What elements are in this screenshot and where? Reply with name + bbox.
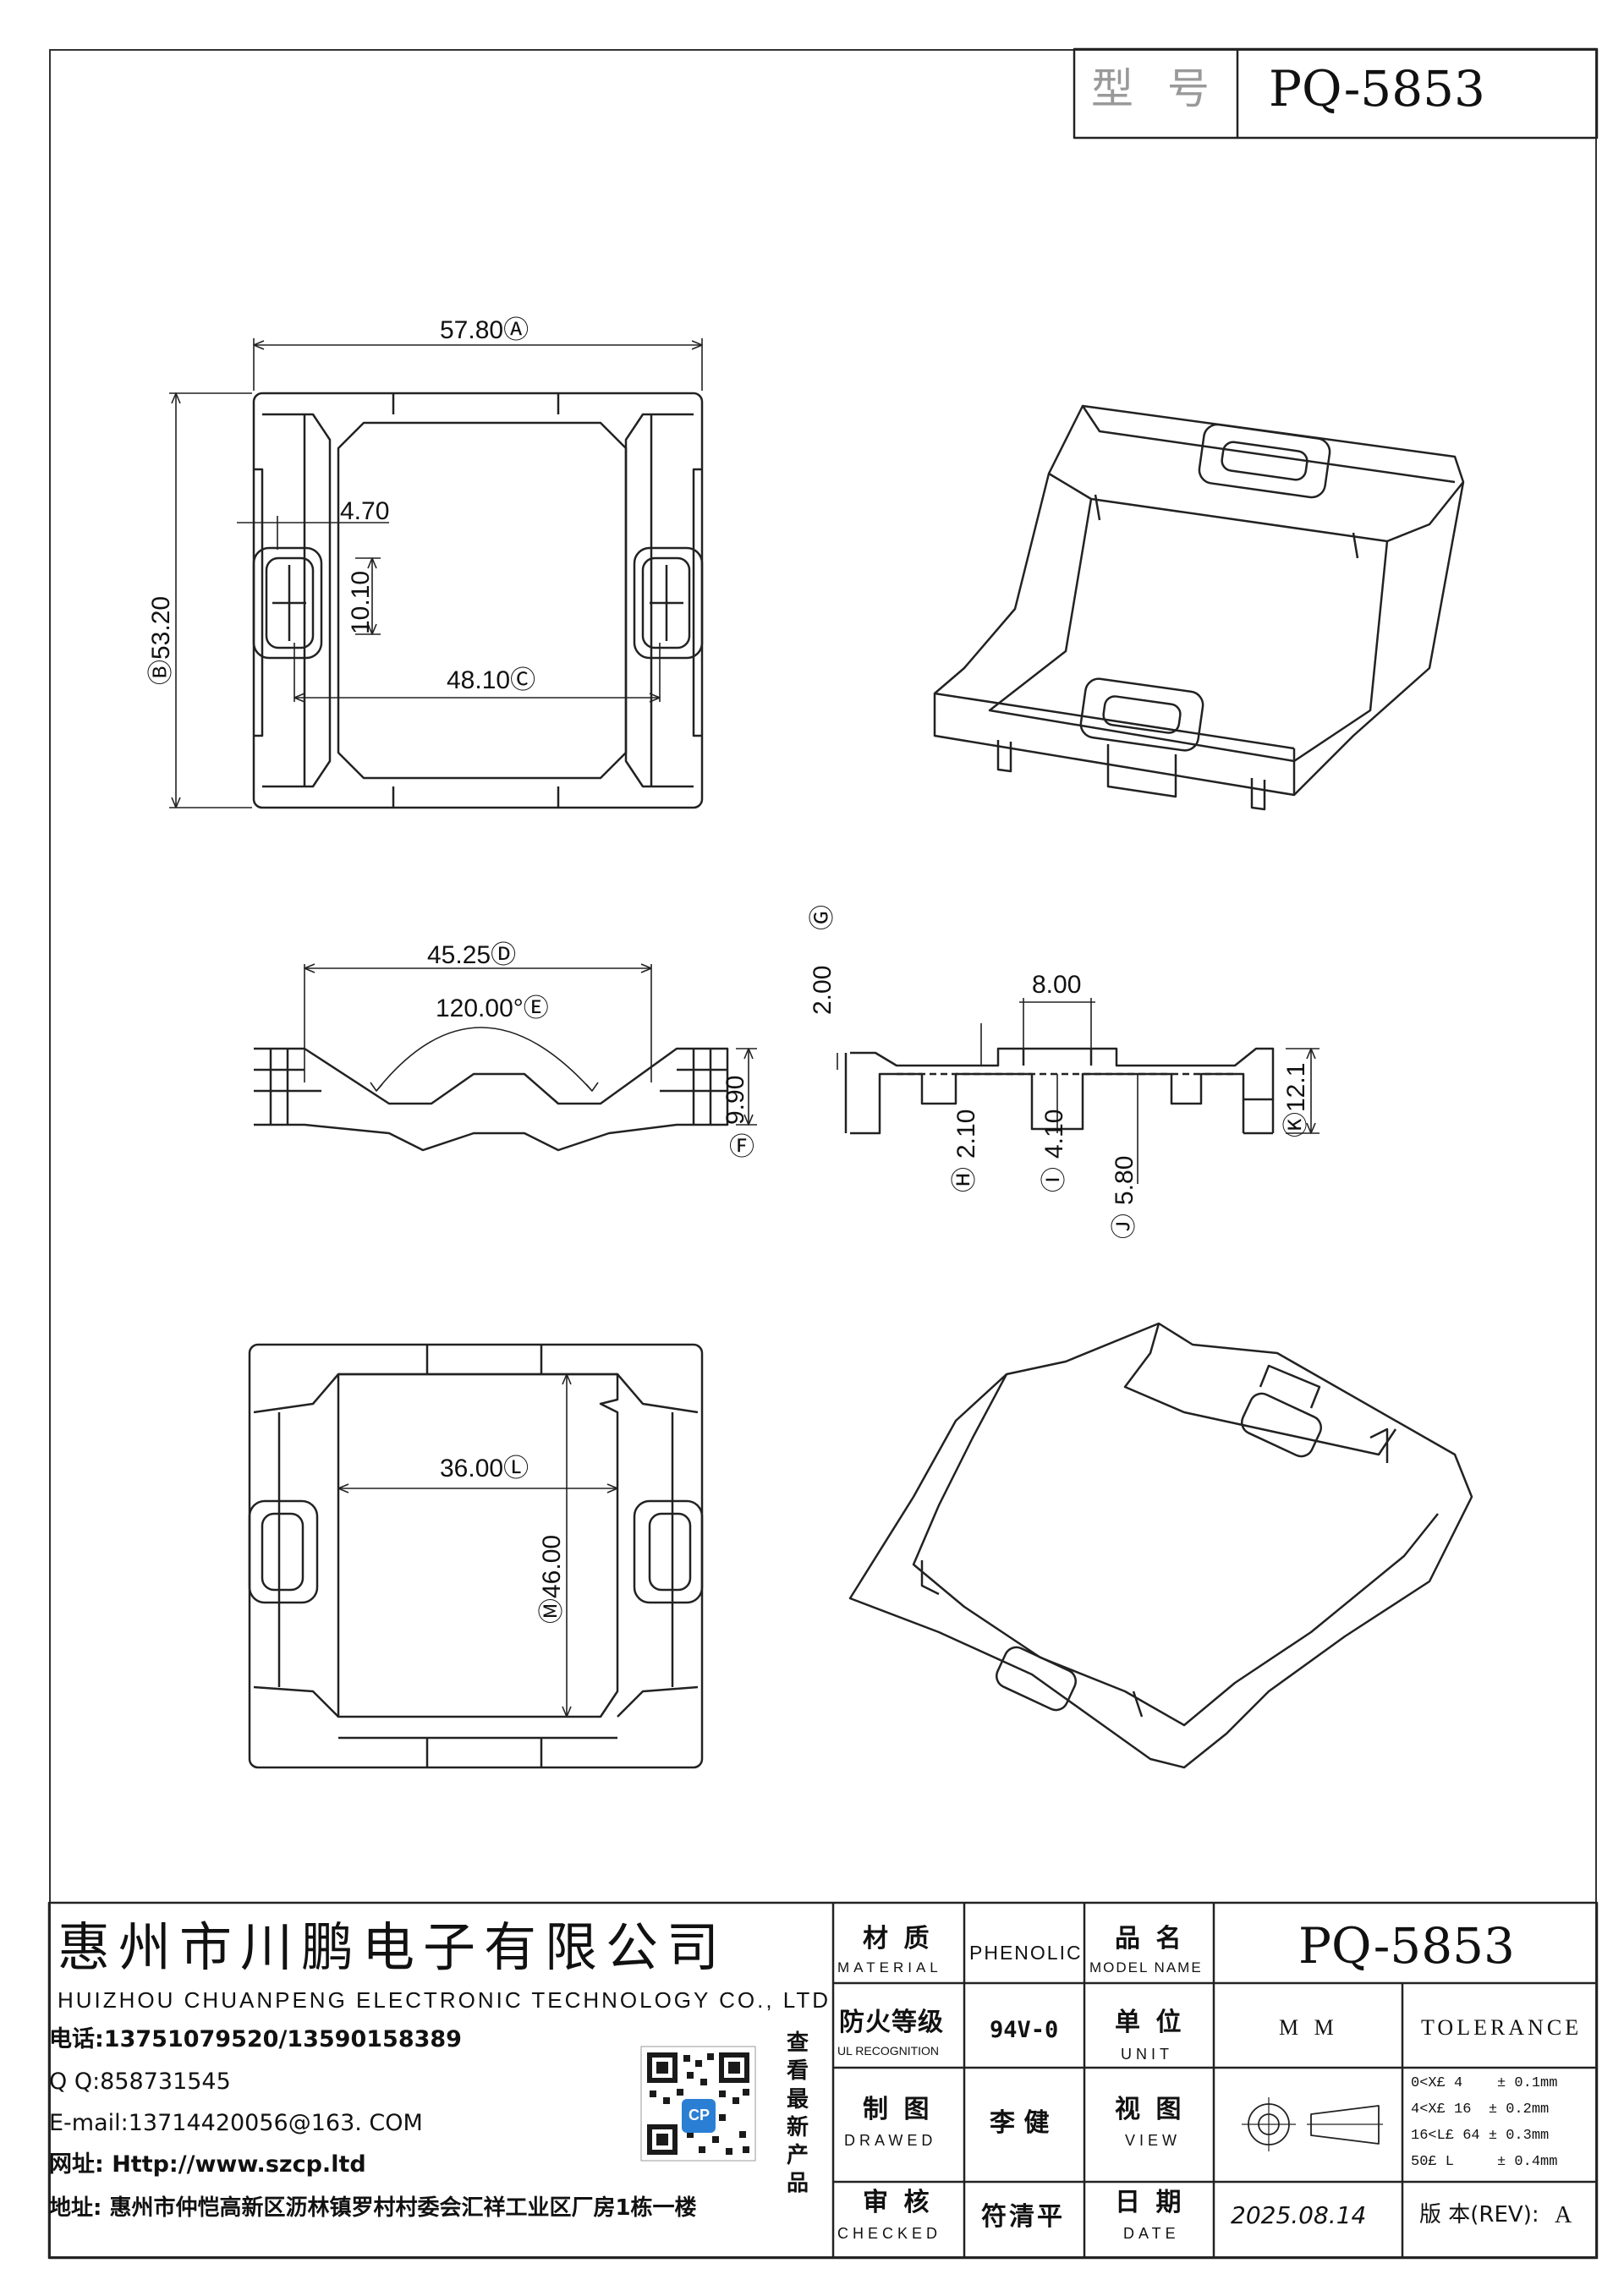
dim-i: 4.10 [1040,1109,1068,1159]
flame-value: 94V-0 [990,2017,1059,2043]
drawn-label-en: DRAWED [844,2132,937,2149]
rev-value: A [1555,2202,1572,2228]
dim-n1: 4.70 [340,497,390,525]
header-box [1073,47,1599,140]
unit-value: M M [1279,2015,1339,2040]
front-view [254,963,757,1152]
dim-a: 57.80Ⓐ [440,316,529,344]
tolerance-row-3: 16<L£ 64 ± 0.3mm [1411,2128,1550,2144]
unit-label-cn: 单 位 [1115,2008,1185,2037]
title-block-grid [47,1901,1599,2260]
tolerance-row-4: 50£ L ± 0.4mm [1411,2154,1558,2170]
drawn-label-cn: 制 图 [863,2095,933,2124]
dim-g: 2.00 [809,965,837,1015]
contact-email: E-mail:13714420056@163. COM [49,2110,423,2136]
dim-k: Ⓚ12.1 [1282,1062,1310,1137]
dim-h-mark: Ⓗ [951,1167,979,1192]
dim-n2: 10.10 [347,570,375,634]
checked-value: 符清平 [981,2202,1065,2232]
side-view [837,998,1320,1184]
dim-f: 9.90 [721,1075,749,1125]
checked-label-en: CHECKED [837,2225,942,2242]
dim-j-mark: Ⓙ [1111,1214,1138,1239]
checked-label-cn: 审 核 [863,2188,933,2217]
view-label-en: VIEW [1125,2132,1182,2149]
name-label-en: MODEL NAME [1089,1959,1203,1975]
dim-n3: 8.00 [1032,971,1082,999]
qr-badge: CP [689,2107,710,2123]
dim-l: 36.00Ⓛ [440,1455,529,1482]
name-label-cn: 品 名 [1115,1924,1185,1954]
unit-label-en: UNIT [1121,2046,1173,2063]
material-label-en: MATERIAL [837,1959,942,1975]
dim-g-mark: Ⓖ [809,905,837,930]
dim-c: 48.10Ⓒ [447,666,536,694]
drawn-value: 李 健 [990,2108,1050,2138]
contact-phone: 电话:13751079520/13590158389 [49,2026,462,2052]
contact-qq: Q Q:858731545 [49,2069,231,2095]
material-label-cn: 材 质 [863,1924,933,1954]
dim-i-mark: Ⓘ [1040,1167,1068,1192]
model-label: 型 号 [1091,64,1220,113]
date-label-cn: 日 期 [1115,2188,1185,2217]
dim-m: Ⓜ46.00 [538,1534,566,1624]
name-value: PQ-5853 [1298,1917,1515,1975]
flame-label-en: UL RECOGNITION [837,2044,940,2058]
qr-caption: 查看最新产品 [787,2030,809,2197]
dim-f-mark: Ⓕ [729,1133,754,1161]
qr-code [640,2046,756,2162]
bottom-view [248,1343,704,1769]
tolerance-row-2: 4<X£ 16 ± 0.2mm [1411,2101,1550,2118]
dim-h: 2.10 [952,1109,980,1159]
tolerance-title: TOLERANCE [1421,2015,1583,2040]
company-name-en: HUIZHOU CHUANPENG ELECTRONIC TECHNOLOGY … [58,1987,831,2013]
view-label-cn: 视 图 [1115,2095,1185,2124]
dim-b: Ⓑ53.20 [147,595,175,685]
flame-label-cn: 防火等级 [839,2008,944,2037]
contact-website[interactable]: 网址: Http://www.szcp.ltd [49,2151,366,2178]
company-name-cn: 惠州市川鹏电子有限公司 [58,1916,728,1978]
model-number: PQ-5853 [1269,60,1485,118]
dim-d: 45.25Ⓓ [427,941,517,969]
dim-j: 5.80 [1111,1155,1138,1205]
contact-address: 地址: 惠州市仲恺高新区沥林镇罗村村委会汇祥工业区厂房1栋一楼 [49,2195,697,2221]
tolerance-row-1: 0<X£ 4 ± 0.1mm [1411,2075,1558,2091]
rev-label: 版 本(REV): [1419,2202,1539,2228]
material-value: PHENOLIC [969,1942,1083,1964]
dim-e: 120.00°Ⓔ [436,995,549,1022]
date-label-en: DATE [1123,2225,1180,2242]
iso-view-bottom [848,1322,1473,1769]
top-view [169,338,704,809]
date-value: 2025.08.14 [1231,2201,1367,2229]
iso-view-top [933,404,1465,811]
